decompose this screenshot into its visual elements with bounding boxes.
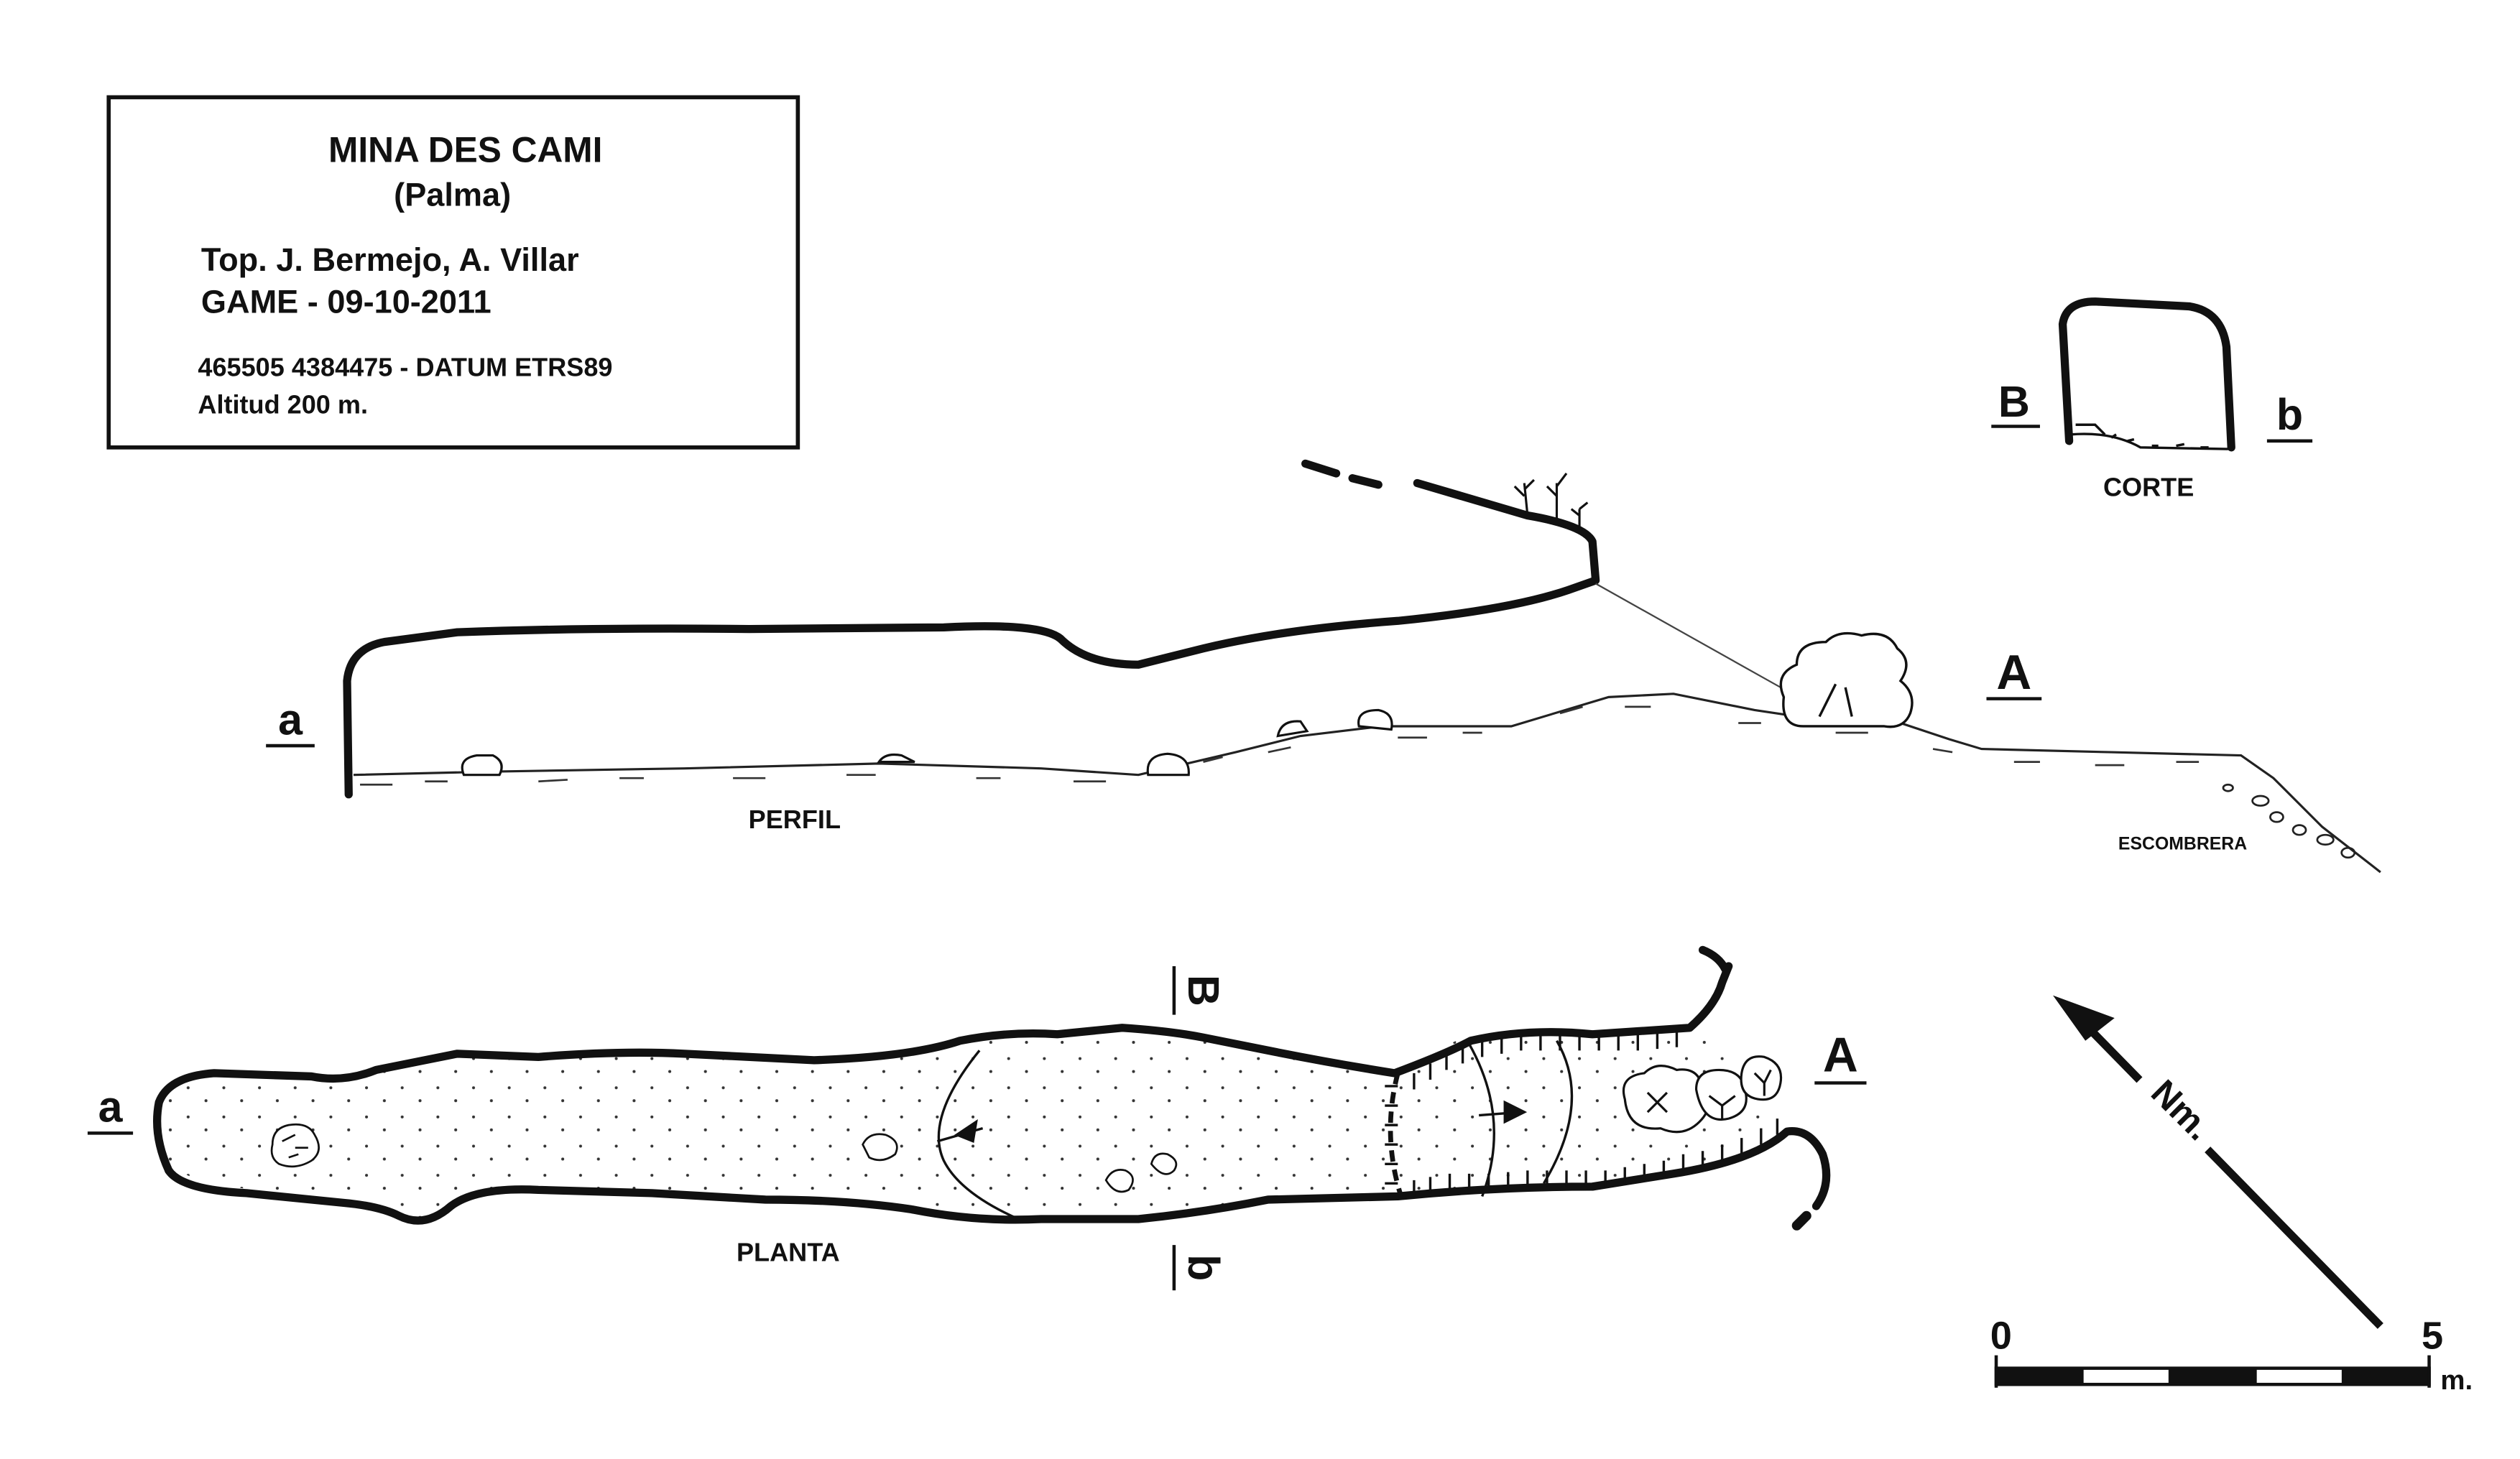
title-box bbox=[106, 95, 800, 450]
plan-caption: PLANTA bbox=[737, 1238, 840, 1267]
section-label-left: B bbox=[1998, 377, 2030, 426]
plan-wall-south-end bbox=[1791, 1210, 1811, 1231]
scale-segment bbox=[1995, 1367, 2084, 1386]
plan-slope-arrows bbox=[936, 1100, 1528, 1144]
section-label-right: b bbox=[2276, 390, 2303, 439]
profile-floor bbox=[353, 693, 2381, 874]
plan-wall-south bbox=[165, 1127, 1831, 1225]
profile-bush-icon bbox=[1779, 631, 1914, 728]
profile-shrubs-icon bbox=[1513, 472, 1589, 529]
north-arrow-head-icon bbox=[2053, 995, 2115, 1041]
profile-floor-texture bbox=[360, 705, 2200, 786]
plan-label-left: a bbox=[98, 1083, 124, 1131]
scale-bar: 0 5 m. bbox=[1990, 1315, 2473, 1396]
plan-label-right: A bbox=[1823, 1029, 1858, 1083]
spoil-heap-label: ESCOMBRERA bbox=[2118, 834, 2247, 853]
scale-segment bbox=[2082, 1367, 2171, 1386]
plan-section-label-top: B bbox=[1179, 975, 1228, 1006]
plan-wall-north-end bbox=[1698, 945, 1730, 974]
title-block: MINA DES CAMI (Palma) Top. J. Bermejo, A… bbox=[106, 95, 800, 450]
cross-section-outline bbox=[2058, 297, 2235, 452]
scale-unit-label: m. bbox=[2440, 1365, 2473, 1396]
surveyors: Top. J. Bermejo, A. Villar bbox=[201, 241, 579, 278]
group-date: GAME - 09-10-2011 bbox=[201, 284, 491, 320]
scale-segment bbox=[2255, 1367, 2344, 1386]
cave-name: MINA DES CAMI bbox=[328, 130, 602, 170]
plan-wall-north bbox=[153, 962, 1733, 1175]
profile-label-right: A bbox=[1996, 646, 2031, 700]
plan-section-label-bottom: b bbox=[1179, 1254, 1228, 1281]
profile-surface-slope bbox=[1595, 583, 1781, 688]
profile-surface-dashes bbox=[1301, 459, 1383, 489]
scale-start-label: 0 bbox=[1990, 1315, 2012, 1358]
spoil-heap-pebbles bbox=[2222, 783, 2356, 859]
cross-section-debris bbox=[2075, 423, 2209, 449]
profile-caption: PERFIL bbox=[749, 805, 841, 834]
profile-ceiling bbox=[343, 478, 1600, 799]
north-arrow: Nm. bbox=[2053, 995, 2383, 1329]
scale-segments bbox=[1995, 1367, 2430, 1386]
altitude: Altitud 200 m. bbox=[198, 389, 368, 419]
cross-section: B b CORTE bbox=[1991, 297, 2313, 502]
section-caption: CORTE bbox=[2103, 473, 2194, 502]
north-arrow-shaft bbox=[2076, 1015, 2383, 1329]
plan-shaft-right-arc bbox=[1388, 1073, 1404, 1198]
profile-view: a A PERFIL ESCOMBRERA bbox=[266, 459, 2381, 874]
profile-boulders bbox=[461, 708, 1393, 777]
profile-label-left: a bbox=[278, 695, 303, 744]
plan-slope-arc bbox=[1542, 1039, 1574, 1185]
scale-segment bbox=[2341, 1367, 2430, 1386]
municipality: (Palma) bbox=[394, 177, 511, 213]
scale-segment bbox=[2168, 1367, 2257, 1386]
plan-passage-fill bbox=[155, 1027, 1771, 1220]
scale-end-label: 5 bbox=[2422, 1315, 2443, 1358]
plan-hatch-ticks bbox=[1385, 1031, 1779, 1197]
north-label-bg bbox=[2122, 1065, 2224, 1166]
plan-boulders bbox=[270, 1123, 1178, 1193]
plan-view: a A B b PLANTA bbox=[87, 945, 1867, 1291]
coordinates: 465505 4384475 - DATUM ETRS89 bbox=[198, 353, 612, 382]
plan-entrance-bushes-icon bbox=[1622, 1055, 1783, 1134]
plan-shaft-left-arc bbox=[937, 1050, 1019, 1221]
